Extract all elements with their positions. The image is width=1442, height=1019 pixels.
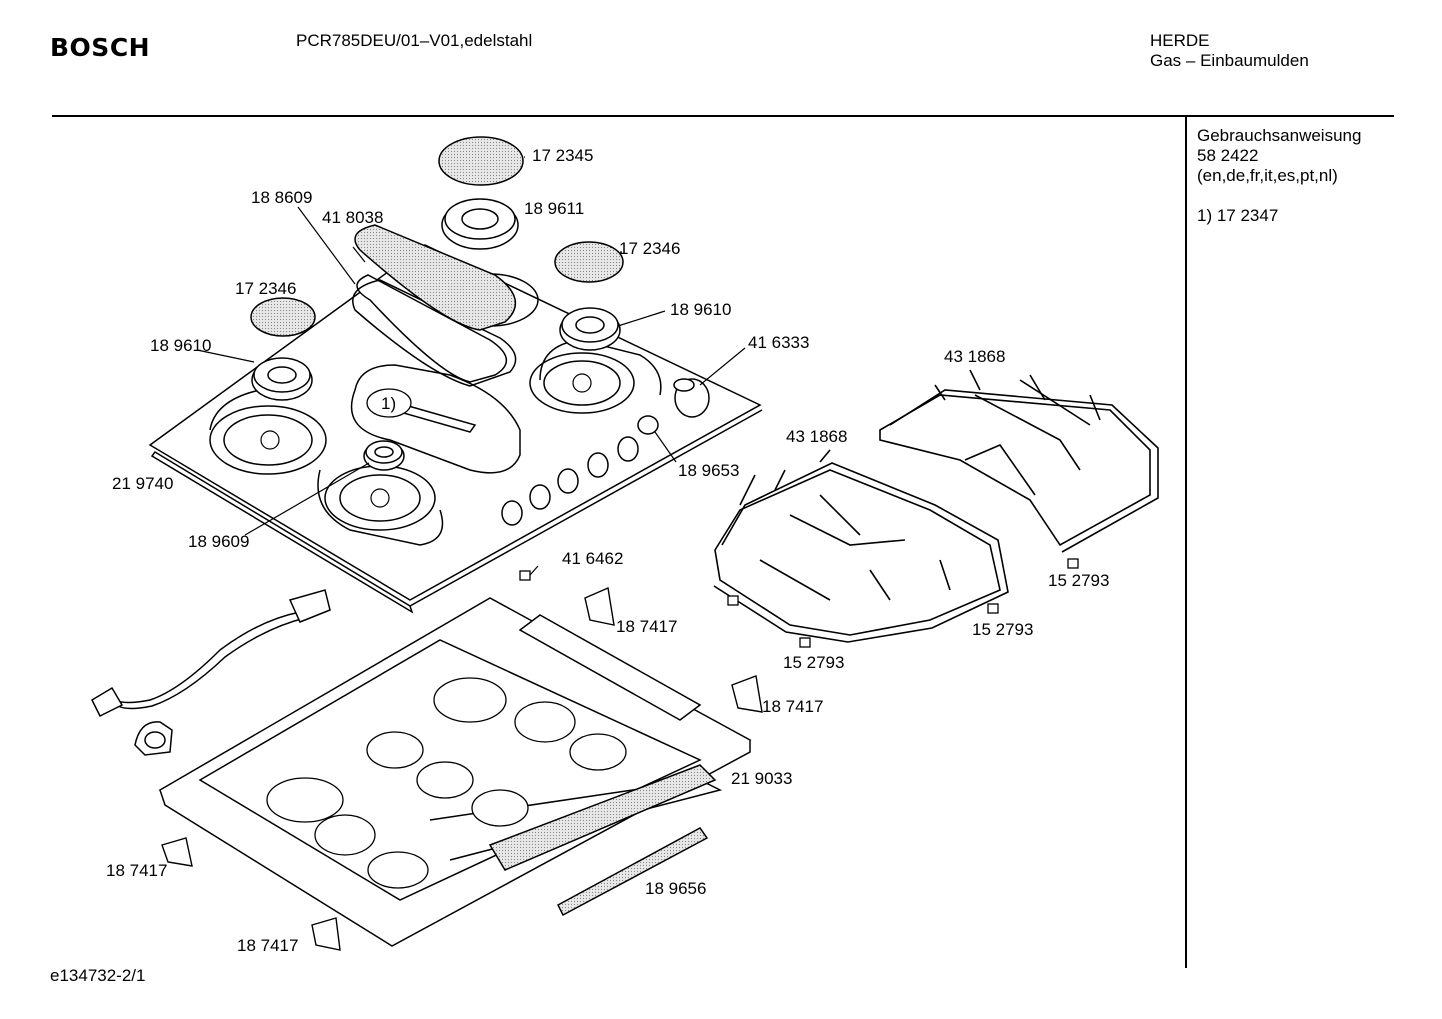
label-18-7417-c: 18 7417 [106,861,167,880]
label-21-9033: 21 9033 [731,769,792,788]
drawing-code: e134732-2/1 [50,966,146,985]
header-divider [52,115,1394,117]
brand-logo: BOSCH [50,33,151,62]
burner-caps [250,136,624,337]
label-21-9740: 21 9740 [112,474,173,493]
callout-label: 1) [381,394,396,413]
part-labels: 17 2345 18 9611 18 8609 41 8038 17 2346 … [106,146,1109,955]
category-subtitle: Gas – Einbaumulden [1150,51,1309,70]
label-15-2793-a: 15 2793 [1048,571,1109,590]
manual-number: 58 2422 [1197,146,1259,165]
label-15-2793-c: 15 2793 [783,653,844,672]
label-17-2345: 17 2345 [532,146,593,165]
category-title: HERDE [1150,31,1210,50]
footnote-part: 1) 17 2347 [1197,206,1279,225]
label-17-2346-left: 17 2346 [235,279,296,298]
label-18-9656: 18 9656 [645,879,706,898]
label-41-6462: 41 6462 [562,549,623,568]
label-18-9610-left: 18 9610 [150,336,211,355]
sidebar-divider [1185,116,1187,968]
tray-sockets [266,677,627,889]
label-18-9611: 18 9611 [524,199,584,218]
label-18-7417-b: 18 7417 [762,697,823,716]
pan-support-left [713,449,1009,643]
mounting-clips [161,586,763,951]
label-18-9610-right: 18 9610 [670,300,731,319]
ignition-module [134,721,173,756]
manual-label: Gebrauchsanweisung [1197,126,1362,145]
leader-lines [196,156,746,576]
callout-circle [366,388,412,418]
label-18-9609: 18 9609 [188,532,249,551]
seal-strip [557,827,709,917]
label-18-9653: 18 9653 [678,461,739,480]
burner-crowns [251,198,710,471]
rubber-feet [519,558,1079,648]
power-cable [91,589,331,718]
label-17-2346-right: 17 2346 [619,239,680,258]
label-18-7417-a: 18 7417 [616,617,677,636]
label-18-7417-d: 18 7417 [237,936,298,955]
label-43-1868-right: 43 1868 [944,347,1005,366]
label-43-1868-left: 43 1868 [786,427,847,446]
pan-support-right [879,369,1159,553]
label-15-2793-b: 15 2793 [972,620,1033,639]
label-41-6333: 41 6333 [748,333,809,352]
label-41-8038: 41 8038 [322,208,383,227]
manual-languages: (en,de,fr,it,es,pt,nl) [1197,166,1338,185]
label-18-8609: 18 8609 [251,188,312,207]
model-number: PCR785DEU/01–V01,edelstahl [296,31,533,50]
